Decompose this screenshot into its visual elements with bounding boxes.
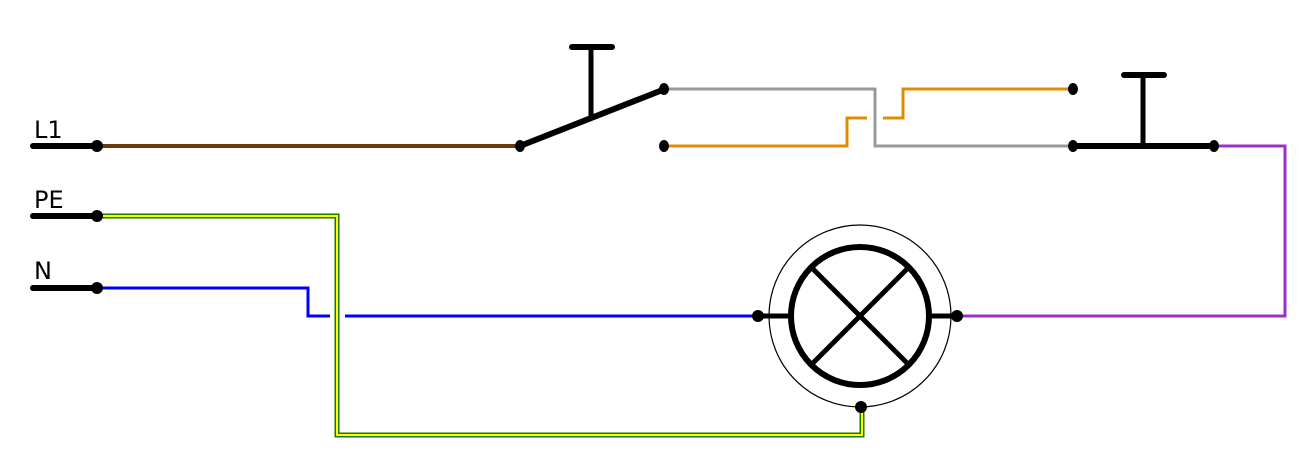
terminal-label-l1: L1 xyxy=(34,116,63,144)
node xyxy=(1068,83,1078,95)
wire-earth-border xyxy=(97,213,865,438)
node xyxy=(91,140,103,152)
node xyxy=(659,83,669,95)
lamp-cross-b xyxy=(809,265,911,367)
node xyxy=(752,310,764,322)
node xyxy=(855,401,867,413)
wire-switched-phase xyxy=(958,144,1287,318)
node xyxy=(91,210,103,222)
switch-2 xyxy=(1072,72,1214,149)
wire-traveler-gray xyxy=(665,87,1072,148)
lamp xyxy=(758,224,958,408)
wire-traveler-orange-b xyxy=(883,87,1072,120)
wire-earth xyxy=(97,215,863,436)
wire-traveler-orange-a xyxy=(663,116,867,148)
node xyxy=(1068,140,1078,152)
node xyxy=(515,140,525,152)
node xyxy=(951,310,963,322)
node xyxy=(659,140,669,152)
node xyxy=(1209,140,1219,152)
node xyxy=(91,282,103,294)
terminal-label-pe: PE xyxy=(34,186,64,214)
terminal-stubs xyxy=(30,143,100,291)
switch-1 xyxy=(518,44,667,149)
wire-neutral-a xyxy=(97,286,330,318)
terminal-label-n: N xyxy=(34,257,52,285)
connection-points xyxy=(91,83,1219,413)
